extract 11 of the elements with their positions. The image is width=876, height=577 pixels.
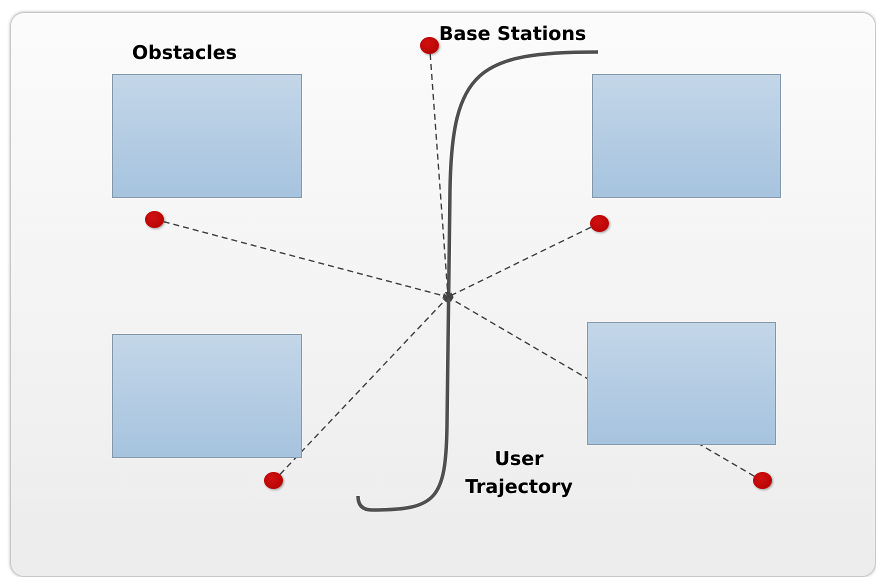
annotation-label: User Trajectory	[464, 447, 574, 500]
annotation-label: Base Stations	[439, 22, 586, 47]
dashed-arrow	[448, 226, 592, 298]
obstacle-box	[112, 334, 302, 458]
dashed-arrow	[280, 296, 448, 475]
annotation-label: Obstacles	[132, 41, 237, 66]
dashed-arrow	[430, 54, 450, 298]
obstacle-box	[592, 74, 781, 198]
obstacle-box	[587, 322, 776, 445]
obstacle-box	[112, 74, 302, 198]
dashed-arrow	[164, 221, 449, 298]
